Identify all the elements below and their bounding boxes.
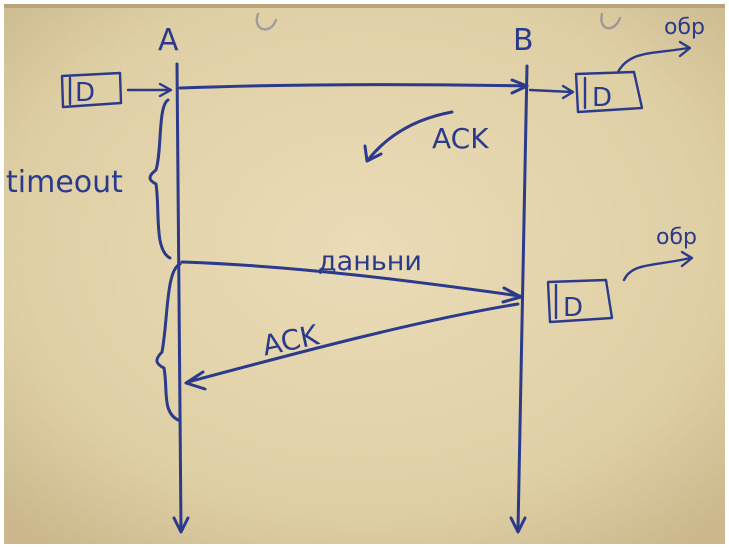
lost-ack-arrowhead bbox=[363, 144, 383, 163]
timeout-label: timeout bbox=[6, 165, 123, 200]
lost-ack-label: ACK bbox=[432, 122, 489, 155]
node-b-label: B bbox=[513, 23, 534, 58]
data-label: даньни bbox=[318, 246, 422, 277]
message-1-arrowhead bbox=[510, 78, 529, 95]
message-3-arrowhead bbox=[184, 370, 207, 391]
lifeline-b bbox=[516, 64, 529, 532]
packet-d-receiver-1-label: D bbox=[592, 83, 612, 113]
packet-enter-arrowhead bbox=[158, 82, 173, 98]
process-curve-2 bbox=[622, 256, 692, 282]
packet-d-sender: D bbox=[60, 71, 123, 109]
node-a-label: A bbox=[158, 23, 179, 58]
lifeline-a-arrowhead bbox=[172, 516, 190, 534]
packet-d-receiver-2-label: D bbox=[563, 293, 583, 323]
message-2-arrow bbox=[180, 260, 522, 298]
lifeline-b-arrowhead bbox=[509, 516, 527, 534]
message-3-arrow bbox=[186, 302, 520, 384]
paper-background bbox=[4, 4, 725, 544]
lifeline-a bbox=[175, 62, 183, 532]
process-arrowhead-1 bbox=[678, 40, 692, 58]
process-arrowhead-2 bbox=[680, 250, 694, 268]
process-label-2: обр bbox=[656, 225, 697, 250]
paper-top-edge bbox=[4, 4, 725, 8]
bleed-mark-2 bbox=[600, 12, 622, 30]
packet-d-receiver-2: D bbox=[546, 278, 614, 324]
process-curve-1 bbox=[616, 46, 690, 74]
lost-ack-arrow bbox=[366, 110, 454, 162]
timeout-brace bbox=[148, 98, 172, 260]
message-1-arrow bbox=[178, 83, 529, 90]
packet-d-sender-label: D bbox=[75, 78, 95, 108]
packet-d-receiver-1: D bbox=[574, 70, 644, 114]
message-2-arrowhead bbox=[501, 286, 523, 304]
bleed-mark-1 bbox=[255, 12, 278, 31]
process-label-1: обр bbox=[664, 15, 705, 40]
deliver-arrow-1 bbox=[528, 88, 574, 94]
retransmit-brace bbox=[155, 262, 182, 422]
deliver-arrowhead-1 bbox=[561, 84, 575, 100]
